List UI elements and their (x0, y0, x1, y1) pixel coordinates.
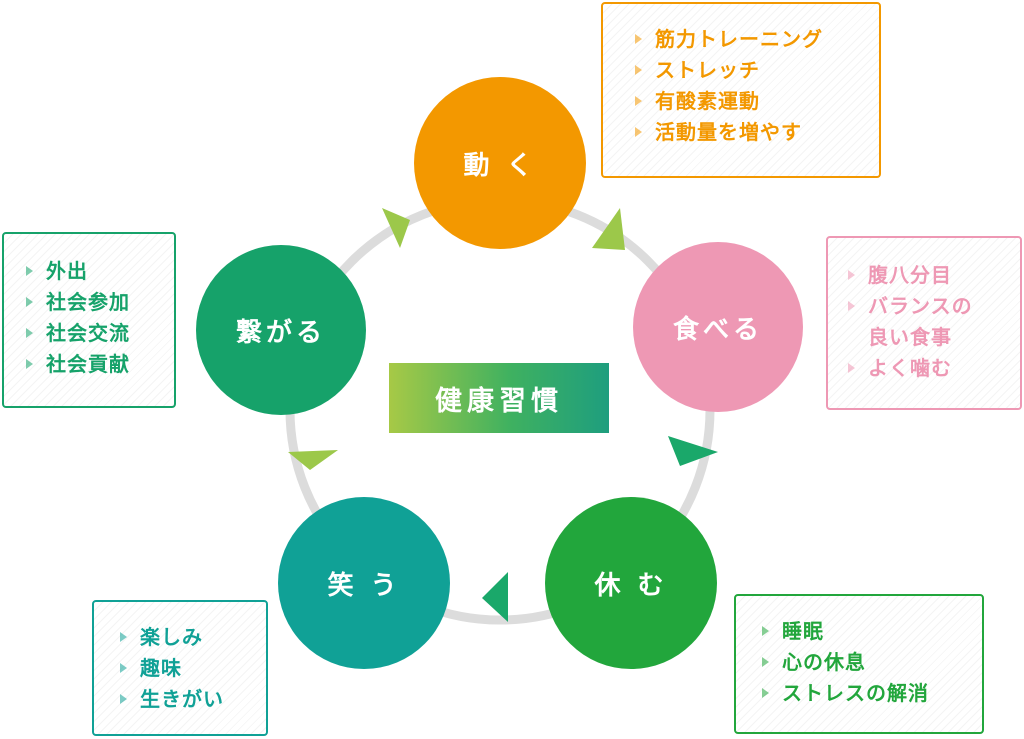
list-item: 有酸素運動 (631, 86, 863, 117)
triangle-bullet-icon (26, 297, 33, 307)
box-connect-list: 外出 社会参加 社会交流 社会貢献 (22, 256, 158, 380)
list-item: 楽しみ (116, 622, 250, 653)
list-item: 外出 (22, 256, 158, 287)
node-eat-label: 食べる (672, 314, 763, 345)
center-title: 健康習慣 (389, 363, 609, 433)
list-item: ストレスの解消 (758, 678, 966, 709)
box-laugh: 楽しみ 趣味 生きがい (92, 600, 268, 736)
triangle-bullet-icon (848, 270, 855, 280)
list-item: バランスの (844, 291, 1004, 322)
node-laugh: 笑 う (278, 497, 450, 669)
list-item: 活動量を増やす (631, 117, 863, 148)
list-item: 睡眠 (758, 616, 966, 647)
triangle-bullet-icon (120, 663, 127, 673)
triangle-bullet-icon (120, 632, 127, 642)
triangle-bullet-icon (762, 657, 769, 667)
box-move-list: 筋力トレーニング ストレッチ 有酸素運動 活動量を増やす (631, 24, 863, 148)
box-rest: 睡眠 心の休息 ストレスの解消 (734, 594, 984, 734)
box-rest-list: 睡眠 心の休息 ストレスの解消 (758, 616, 966, 709)
list-item: 趣味 (116, 653, 250, 684)
arrow-connect-to-move (382, 208, 410, 248)
node-connect: 繋がる (196, 245, 366, 415)
list-item: 心の休息 (758, 647, 966, 678)
box-eat-list: 腹八分目 バランスの 良い食事 よく噛む (844, 260, 1004, 384)
arrow-move-to-eat (592, 208, 625, 250)
list-item-continued: 良い食事 (868, 325, 952, 349)
node-eat: 食べる (633, 242, 803, 412)
node-laugh-label: 笑 う (327, 570, 401, 601)
list-item: ストレッチ (631, 55, 863, 86)
triangle-bullet-icon (848, 301, 855, 311)
triangle-bullet-icon (635, 34, 642, 44)
box-move: 筋力トレーニング ストレッチ 有酸素運動 活動量を増やす (601, 2, 881, 178)
box-laugh-list: 楽しみ 趣味 生きがい (116, 622, 250, 715)
node-move: 動 く (414, 77, 586, 249)
arrow-eat-to-rest (668, 436, 718, 466)
node-rest-label: 休 む (594, 570, 668, 601)
list-item: 生きがい (116, 684, 250, 715)
list-item: 腹八分目 (844, 260, 1004, 291)
triangle-bullet-icon (26, 328, 33, 338)
triangle-bullet-icon (762, 688, 769, 698)
list-item: 筋力トレーニング (631, 24, 863, 55)
triangle-bullet-icon (848, 363, 855, 373)
node-connect-label: 繋がる (235, 317, 326, 348)
triangle-bullet-icon (635, 96, 642, 106)
triangle-bullet-icon (762, 626, 769, 636)
arrow-laugh-to-connect (288, 450, 338, 470)
triangle-bullet-icon (26, 266, 33, 276)
triangle-bullet-icon (635, 127, 642, 137)
box-connect: 外出 社会参加 社会交流 社会貢献 (2, 232, 176, 408)
node-move-label: 動 く (463, 150, 537, 181)
triangle-bullet-icon (635, 65, 642, 75)
list-item: 社会交流 (22, 318, 158, 349)
triangle-bullet-icon (26, 359, 33, 369)
box-eat: 腹八分目 バランスの 良い食事 よく噛む (826, 236, 1022, 410)
list-item: よく噛む (844, 353, 1004, 384)
list-item: 社会貢献 (22, 349, 158, 380)
arrow-rest-to-laugh (482, 572, 508, 622)
triangle-bullet-icon (120, 694, 127, 704)
center-title-text: 健康習慣 (435, 385, 563, 417)
list-item: 社会参加 (22, 287, 158, 318)
node-rest: 休 む (545, 497, 717, 669)
